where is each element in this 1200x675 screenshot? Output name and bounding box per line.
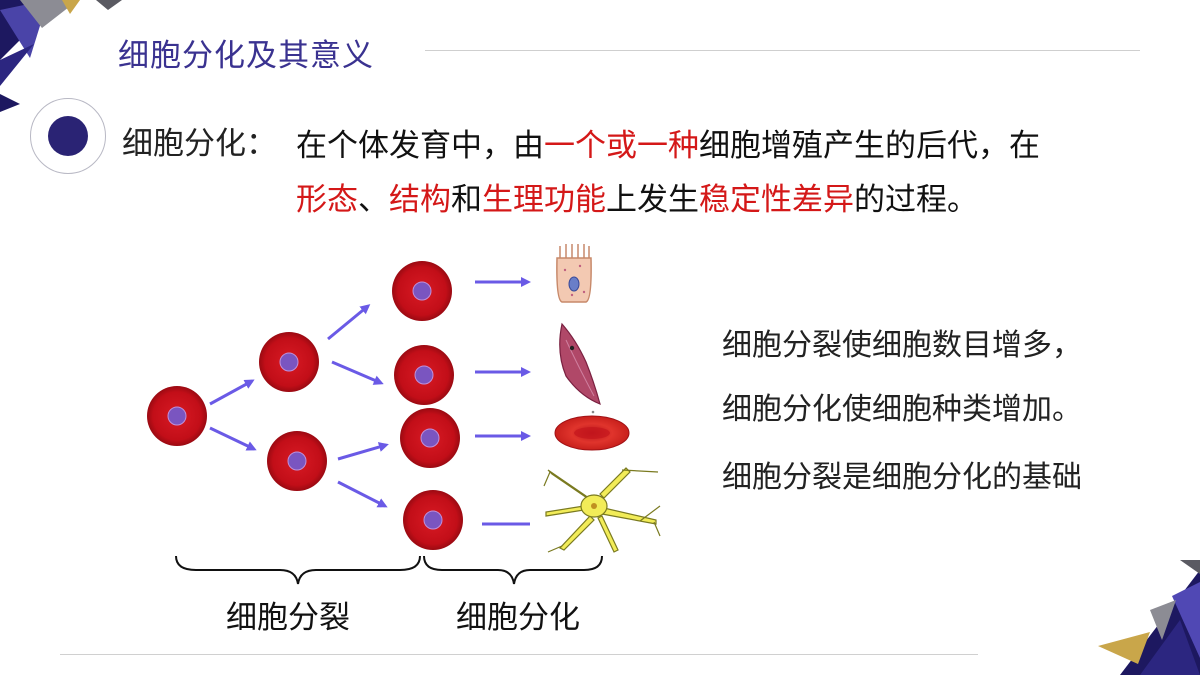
definition-text: 、 [358,182,389,218]
arrow [337,480,388,508]
bullet-ring [30,98,106,174]
corner-decoration-top-left [0,0,122,112]
definition-text: 上发生 [606,182,699,218]
red-blood-cell-icon [554,410,630,451]
cell [394,345,454,405]
highlight-text: 结构 [389,182,451,218]
definition-text: 的过程。 [854,182,978,218]
arrow [209,379,255,406]
note-line: 细胞分裂是细胞分化的基础 [722,460,1082,495]
cell [400,408,460,468]
highlight-text: 稳定性差异 [699,182,854,218]
title-divider [425,50,1140,51]
differentiation-brace [423,555,603,585]
footer-divider [60,654,978,655]
note-line: 细胞分裂使细胞数目增多， [722,328,1082,363]
arrow [327,304,371,341]
caption-division: 细胞分裂 [226,600,350,636]
arrow [337,442,389,461]
highlight-text: 一个或一种 [544,128,699,164]
highlight-text: 生理功能 [482,182,606,218]
arrow [209,426,257,451]
definition-text: 细胞增殖产生的后代，在 [699,128,1040,164]
definition-line-2: 形态、结构和生理功能上发生稳定性差异的过程。 [296,174,978,219]
page-title: 细胞分化及其意义 [118,38,374,74]
caption-differentiation: 细胞分化 [456,600,580,636]
arrow [331,360,384,385]
cell [267,431,327,491]
cell [392,261,452,321]
highlight-text: 形态 [296,182,358,218]
cell [403,490,463,550]
corner-decoration-bottom-right [1098,560,1200,675]
definition-line-1: 在个体发育中，由一个或一种细胞增殖产生的后代，在 [296,120,1040,165]
note-line: 细胞分化使细胞种类增加。 [722,392,1082,427]
cell [259,332,319,392]
muscle-cell-icon [559,322,601,406]
division-brace [175,555,421,585]
definition-text: 在个体发育中，由 [296,128,544,164]
cell-diagram [147,244,661,585]
definition-term: 细胞分化： [122,126,277,162]
cell [147,386,207,446]
epithelial-cell-icon [556,244,592,303]
definition-text: 和 [451,182,482,218]
bullet-dot [48,116,88,156]
neuron-icon [543,467,661,553]
